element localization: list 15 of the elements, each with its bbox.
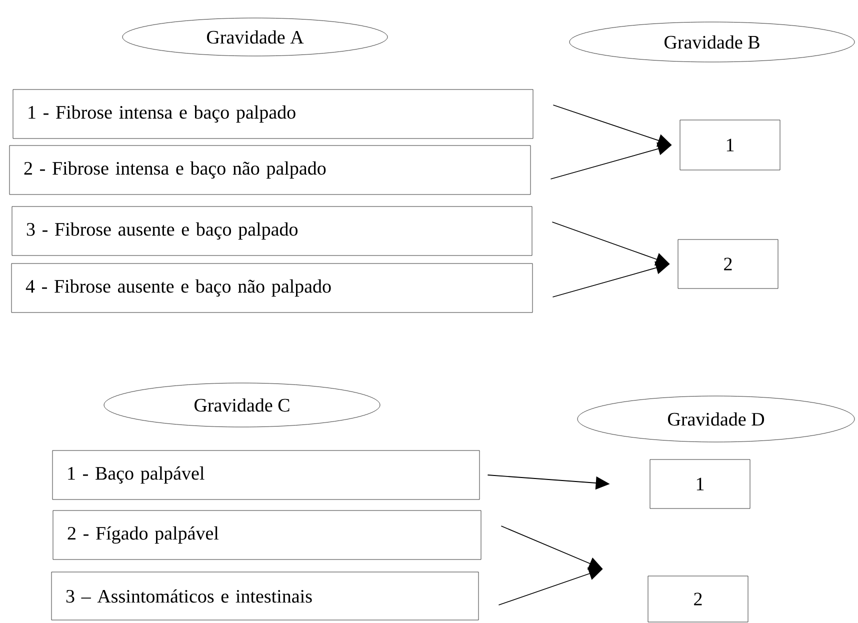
criterion-box: 1 - Fibrose intensa e baço palpado bbox=[12, 89, 534, 139]
grade-box: 1 bbox=[680, 120, 780, 170]
criterion-box: 3 – Assintomáticos e intestinais bbox=[51, 572, 479, 620]
ellipse-label: Gravidade B bbox=[569, 22, 855, 62]
ellipse-label: Gravidade D bbox=[577, 396, 855, 442]
criterion-box: 3 - Fibrose ausente e baço palpado bbox=[12, 206, 532, 256]
ellipse-label: Gravidade C bbox=[104, 382, 380, 428]
criterion-box: 1 - Baço palpável bbox=[52, 450, 480, 500]
criterion-box: 2 - Fibrose intensa e baço não palpado bbox=[9, 145, 531, 195]
criterion-box: 2 - Fígado palpável bbox=[52, 510, 482, 560]
grade-box: 1 bbox=[650, 459, 750, 509]
grade-box: 2 bbox=[648, 576, 748, 622]
criterion-box: 4 - Fibrose ausente e baço não palpado bbox=[11, 263, 533, 313]
grade-box: 2 bbox=[678, 239, 778, 289]
ellipse-label: Gravidade A bbox=[122, 18, 388, 56]
